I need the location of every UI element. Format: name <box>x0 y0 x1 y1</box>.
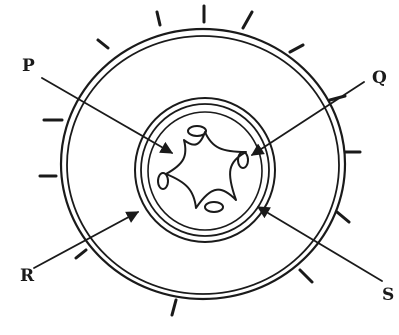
label-p: P <box>22 56 35 76</box>
pointer-line-p <box>42 78 172 153</box>
root-hair <box>290 45 303 52</box>
root-hair <box>172 300 176 315</box>
endodermis-outer-ring <box>135 98 275 242</box>
root-hair <box>98 40 108 48</box>
pointer-line-r <box>34 212 138 268</box>
xylem-star <box>166 132 246 208</box>
epidermis-outer-ring <box>61 29 345 299</box>
phloem-patch <box>158 173 168 189</box>
root-hair <box>157 12 160 25</box>
phloem-patch <box>205 202 223 212</box>
epidermis-inner-ring <box>67 36 339 294</box>
pointer-line-s <box>258 207 382 281</box>
pointer-line-q <box>252 82 364 155</box>
root-hair <box>300 270 312 282</box>
phloem-patch <box>188 126 206 136</box>
root-hair <box>337 212 349 222</box>
label-s: S <box>382 285 394 305</box>
label-q: Q <box>372 68 387 88</box>
root-hairs <box>40 6 360 315</box>
root-hair <box>76 250 86 258</box>
label-r: R <box>20 266 35 286</box>
root-hair <box>243 12 252 28</box>
endodermis-middle-ring <box>141 104 269 236</box>
